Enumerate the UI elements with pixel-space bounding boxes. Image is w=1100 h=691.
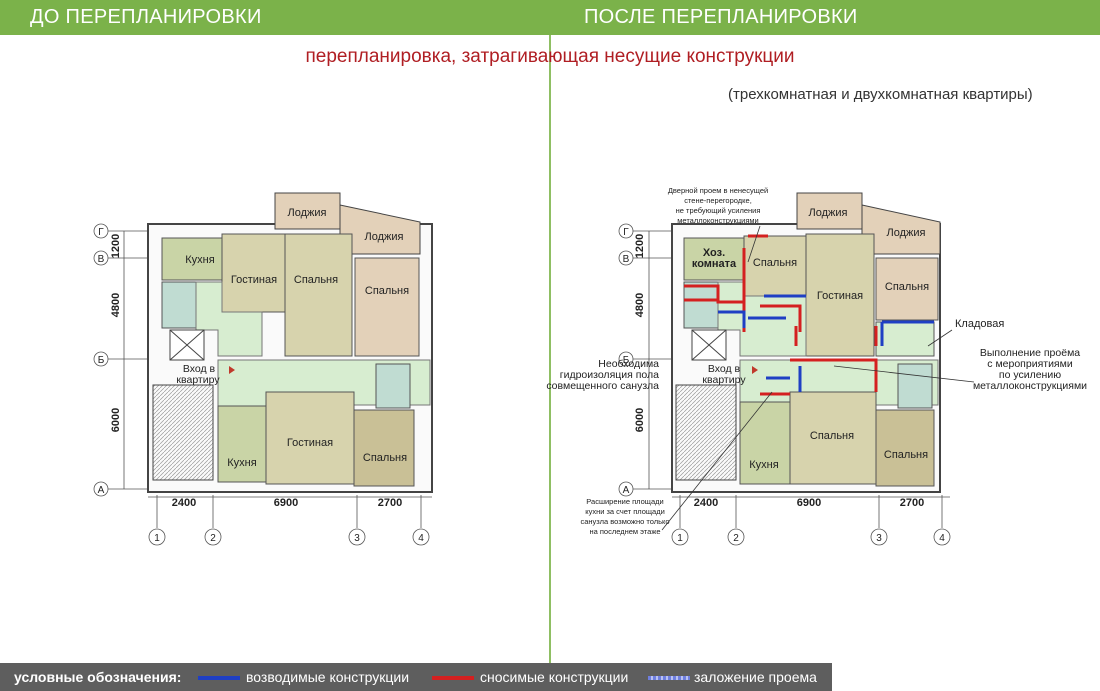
axis-row-a: А <box>98 485 105 496</box>
axis-row-g: Г <box>98 227 104 238</box>
before-loggia-1: Лоджия <box>288 207 327 219</box>
before-loggia-2: Лоджия <box>365 231 404 243</box>
axis-col-1: 1 <box>154 533 160 544</box>
after-living: Гостиная <box>817 290 863 302</box>
after-axis-col-4: 4 <box>939 533 945 544</box>
axis-col-2: 2 <box>210 533 216 544</box>
header-before: ДО ПЕРЕПЛАНИРОВКИ <box>0 0 550 35</box>
dim-2700: 2700 <box>378 497 402 509</box>
svg-text:стене-перегородке,: стене-перегородке, <box>684 196 752 205</box>
after-loggia-1: Лоджия <box>809 207 848 219</box>
svg-text:металлоконструкциями: металлоконструкциями <box>677 216 758 225</box>
svg-text:кухни за счет площади: кухни за счет площади <box>585 507 665 516</box>
after-storage-line-2: комната <box>692 258 737 270</box>
legend-title: условные обозначения: <box>14 669 182 685</box>
annotation-pantry: Кладовая <box>955 318 1004 330</box>
before-kitchen-1: Кухня <box>185 254 214 266</box>
after-axis-row-g: Г <box>623 227 629 238</box>
legend-demolished-line <box>432 676 474 680</box>
legend-opening-line <box>648 676 690 680</box>
after-storage-line-1: Хоз. <box>703 247 725 259</box>
after-axis-col-1: 1 <box>677 533 683 544</box>
legend-opening-label: заложение проема <box>694 669 817 685</box>
after-loggia-2: Лоджия <box>887 227 926 239</box>
before-living-2: Гостиная <box>287 437 333 449</box>
apartment-note: (трехкомнатная и двухкомнатная квартиры) <box>728 86 1033 103</box>
after-axis-row-a: А <box>623 485 630 496</box>
after-axis-row-v: В <box>623 254 630 265</box>
annotation-door: Дверной проем в ненесущей стене-перегоро… <box>668 186 768 225</box>
legend-bar: условные обозначения: возводимые констру… <box>0 663 832 691</box>
before-living-1: Гостиная <box>231 274 277 286</box>
header-after: ПОСЛЕ ПЕРЕПЛАНИРОВКИ <box>550 0 1100 35</box>
svg-text:Необходима: Необходима <box>598 358 659 370</box>
after-axis-row-b: Б <box>623 355 630 366</box>
dim-6000: 6000 <box>110 408 122 432</box>
after-bedroom-1: Спальня <box>753 257 797 269</box>
axis-col-3: 3 <box>354 533 360 544</box>
before-bedroom-2: Спальня <box>365 285 409 297</box>
svg-text:с мероприятиями: с мероприятиями <box>987 358 1073 370</box>
plan-after: Г В Б А 1 2 3 4 1200 4800 6000 2400 6900… <box>546 186 1087 546</box>
svg-text:гидроизоляция пола: гидроизоляция пола <box>560 369 659 381</box>
annotation-opening: Выполнение проёма с мероприятиями по уси… <box>973 347 1087 392</box>
dim-6900: 6900 <box>274 497 298 509</box>
svg-text:металлоконструкциями: металлоконструкциями <box>973 380 1087 392</box>
annotation-waterproofing: Необходима гидроизоляция пола совмещенно… <box>546 358 659 392</box>
after-kitchen: Кухня <box>749 459 778 471</box>
after-axis-col-3: 3 <box>876 533 882 544</box>
dim-1200: 1200 <box>110 234 122 258</box>
floor-plans: Г В Б А 1 2 3 4 1200 4800 6000 2400 6900… <box>93 186 1087 546</box>
after-axis-col-2: 2 <box>733 533 739 544</box>
svg-text:по усилению: по усилению <box>999 369 1061 381</box>
svg-text:совмещенного санузла: совмещенного санузла <box>546 380 659 392</box>
after-dim-4800: 4800 <box>634 293 646 317</box>
after-dim-2700: 2700 <box>900 497 924 509</box>
before-bedroom-3: Спальня <box>363 452 407 464</box>
dim-2400: 2400 <box>172 497 196 509</box>
after-bedroom-2: Спальня <box>885 281 929 293</box>
svg-text:Выполнение проёма: Выполнение проёма <box>980 347 1080 359</box>
legend-erected-label: возводимые конструкции <box>246 669 410 685</box>
axis-row-b: Б <box>98 355 105 366</box>
before-kitchen-2: Кухня <box>227 457 256 469</box>
after-dim-6900: 6900 <box>797 497 821 509</box>
plan-before: Г В Б А 1 2 3 4 1200 4800 6000 2400 6900… <box>93 192 433 546</box>
svg-text:на последнем этаже: на последнем этаже <box>589 527 660 536</box>
page-subtitle: перепланировка, затрагивающая несущие ко… <box>305 46 795 67</box>
after-dim-1200: 1200 <box>634 234 646 258</box>
svg-text:Расширение площади: Расширение площади <box>586 497 663 506</box>
annotation-kitchen-extension: Расширение площади кухни за счет площади… <box>580 497 669 536</box>
svg-text:не требующий усиления: не требующий усиления <box>676 206 761 215</box>
after-dim-6000: 6000 <box>634 408 646 432</box>
legend-demolished-label: сносимые конструкции <box>480 669 629 685</box>
before-bedroom-1: Спальня <box>294 274 338 286</box>
axis-row-v: В <box>98 254 105 265</box>
after-bedroom-3: Спальня <box>810 430 854 442</box>
center-divider <box>549 35 551 665</box>
legend-erected-line <box>198 676 240 680</box>
after-dim-2400: 2400 <box>694 497 718 509</box>
svg-text:санузла возможно только: санузла возможно только <box>580 517 669 526</box>
axis-col-4: 4 <box>418 533 424 544</box>
dim-4800: 4800 <box>110 293 122 317</box>
svg-text:Дверной проем в ненесущей: Дверной проем в ненесущей <box>668 186 768 195</box>
after-bedroom-4: Спальня <box>884 449 928 461</box>
